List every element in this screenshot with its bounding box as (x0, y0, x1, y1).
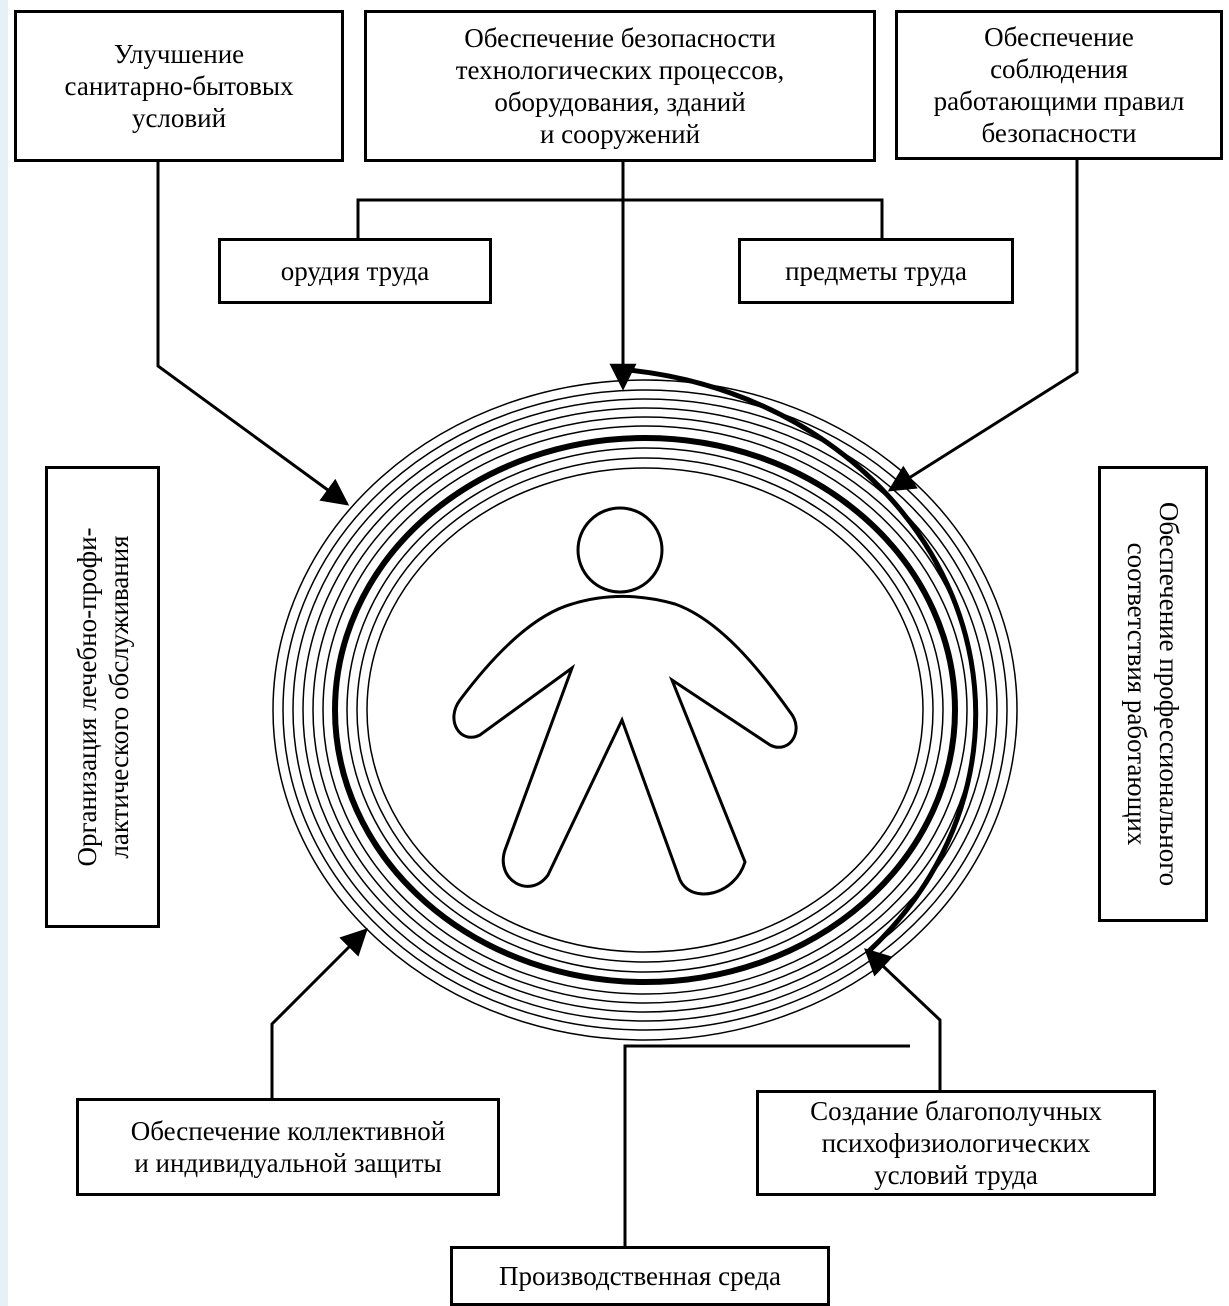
production-environment-box: Производственная среда (450, 1246, 830, 1306)
safety-rules-box: Обеспечение соблюдения работающими прави… (895, 10, 1223, 160)
person-outline-icon (452, 506, 798, 896)
collective-protection-box: Обеспечение коллективной и индивидуально… (76, 1098, 500, 1196)
objects-of-labor-box: предметы труда (738, 238, 1014, 304)
tools-objects-bracket (356, 198, 884, 238)
medical-service-label: Организация лечебно-профи- лактического … (71, 527, 134, 867)
sanitary-conditions-box: Улучшение санитарно-бытовых условий (14, 10, 344, 162)
left-edge-strip (0, 0, 8, 1306)
professional-suitability-box: Обеспечение профессионального соответств… (1098, 466, 1208, 922)
concentric-rings-icon (272, 379, 1018, 1041)
tools-of-labor-box: орудия труда (218, 238, 492, 304)
psycho-connector (864, 948, 942, 1090)
sanitary-connector (156, 160, 350, 506)
professional-suitability-label: Обеспечение профессионального соответств… (1122, 501, 1184, 887)
rules-connector (887, 158, 1079, 492)
protection-connector (270, 928, 368, 1098)
psychophysiological-conditions-box: Создание благополучных психофизиологичес… (756, 1090, 1156, 1196)
technological-safety-box: Обеспечение безопасности технологических… (364, 10, 876, 162)
outer-arc (627, 367, 979, 954)
environment-connector (623, 1044, 910, 1248)
medical-service-box: Организация лечебно-профи- лактического … (45, 466, 160, 928)
